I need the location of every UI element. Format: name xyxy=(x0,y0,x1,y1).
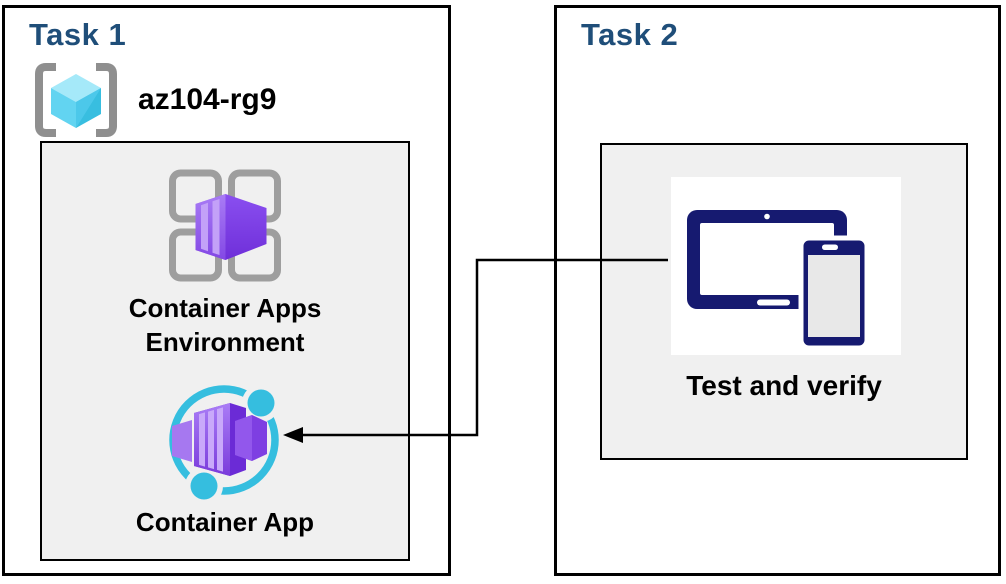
resource-group-name: az104-rg9 xyxy=(138,83,277,116)
task2-box: Task 2 Test and verify xyxy=(554,5,1001,576)
task2-title: Task 2 xyxy=(581,17,679,52)
tablet-and-phone-devices-icon xyxy=(687,210,870,351)
resource-group: az104-rg9 xyxy=(32,61,276,139)
container-app-label: Container App xyxy=(135,507,315,537)
task1-box: Task 1 az104-rg9 xyxy=(2,5,451,576)
task1-panel: Container Apps Environment Container App xyxy=(40,141,410,561)
container-apps-environment-label: Container Apps Environment xyxy=(128,293,322,357)
container-app-icon xyxy=(169,384,280,505)
task1-title: Task 1 xyxy=(29,17,127,52)
device-image xyxy=(671,177,901,355)
task2-panel: Test and verify xyxy=(600,143,968,460)
container-apps-environment-icon xyxy=(169,169,281,282)
test-and-verify-label: Test and verify xyxy=(686,370,882,401)
azure-resource-group-icon xyxy=(35,63,117,137)
